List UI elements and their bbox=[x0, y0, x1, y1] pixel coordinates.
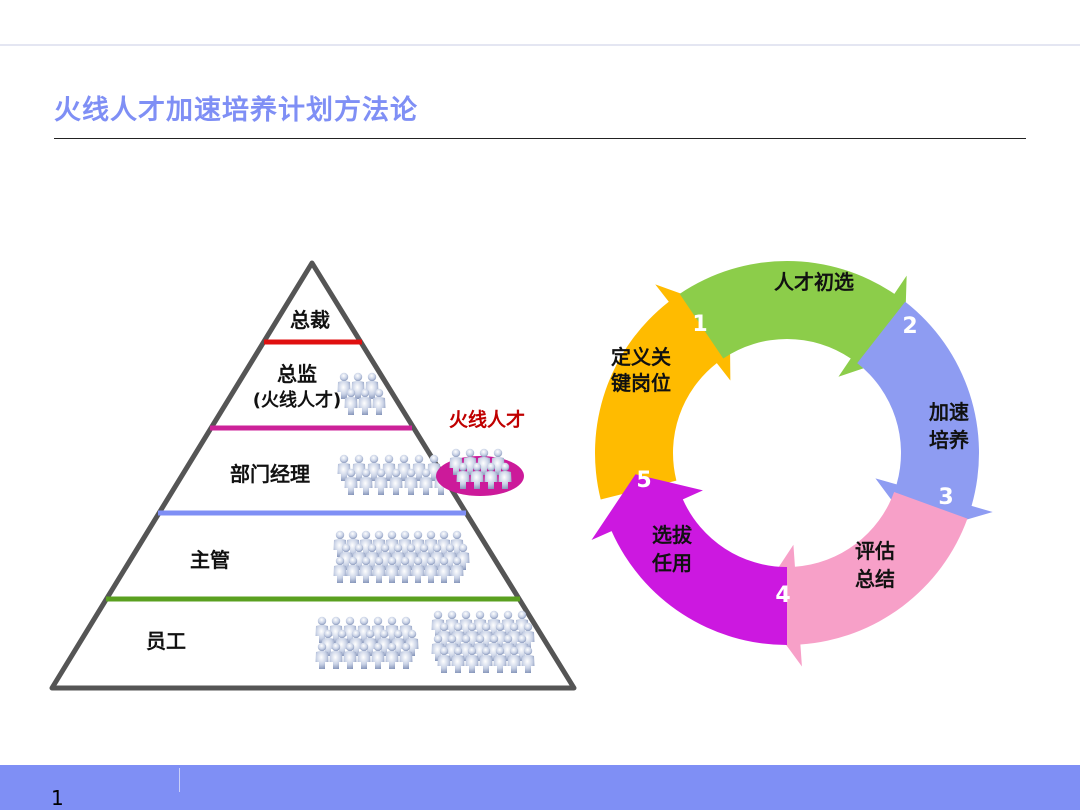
footer-bar bbox=[0, 765, 1080, 810]
step-4-text-line-1: 评估 bbox=[855, 539, 895, 563]
cycle-arrow-1 bbox=[595, 284, 731, 500]
title-underline bbox=[54, 138, 1026, 139]
page-title: 火线人才加速培养计划方法论 bbox=[54, 95, 418, 126]
step-5-text-line-2: 任用 bbox=[651, 551, 692, 575]
cycle-arrow-4 bbox=[755, 491, 968, 667]
level-director-label: 总监 bbox=[277, 362, 317, 386]
person-group-icon bbox=[431, 610, 535, 673]
process-cycle: 1 2 3 4 5 定义关 键岗位 人才初选 加速 培养 评估 总结 选拔 任用 bbox=[591, 260, 993, 667]
level-manager-label: 部门经理 bbox=[230, 462, 310, 486]
diagram-canvas: 总裁 总监 (火线人才) 部门经理 主管 员工 火线人才 1 2 3 4 5 定… bbox=[49, 260, 993, 691]
step-2-text: 人才初选 bbox=[774, 270, 854, 294]
fire-talent-callout: 火线人才 bbox=[436, 408, 525, 496]
cycle-arrow-3 bbox=[857, 301, 993, 535]
page-number: 1 bbox=[51, 786, 64, 810]
step-3-text-line-1: 加速 bbox=[928, 400, 969, 424]
level-staff-label: 员工 bbox=[146, 629, 186, 653]
step-1-number: 1 bbox=[692, 312, 707, 337]
step-5-number: 5 bbox=[636, 468, 651, 493]
cycle-arrow-2 bbox=[679, 260, 907, 377]
callout-label: 火线人才 bbox=[449, 408, 525, 431]
step-1-text-line-1: 定义关 bbox=[611, 345, 671, 369]
top-rule bbox=[0, 44, 1080, 46]
level-director-sub-label: (火线人才) bbox=[253, 389, 341, 411]
level-ceo-label: 总裁 bbox=[290, 308, 330, 332]
level-supervisor-label: 主管 bbox=[190, 548, 230, 572]
step-3-number: 3 bbox=[938, 485, 953, 510]
step-4-text-line-2: 总结 bbox=[855, 567, 895, 591]
step-3-text-line-2: 培养 bbox=[929, 428, 969, 452]
cycle-arrow-5 bbox=[591, 474, 787, 645]
step-5-text-line-1: 选拔 bbox=[652, 523, 693, 547]
step-2-number: 2 bbox=[902, 314, 917, 339]
footer-divider bbox=[179, 768, 180, 792]
step-1-text-line-2: 键岗位 bbox=[611, 371, 671, 395]
step-4-number: 4 bbox=[775, 583, 790, 608]
